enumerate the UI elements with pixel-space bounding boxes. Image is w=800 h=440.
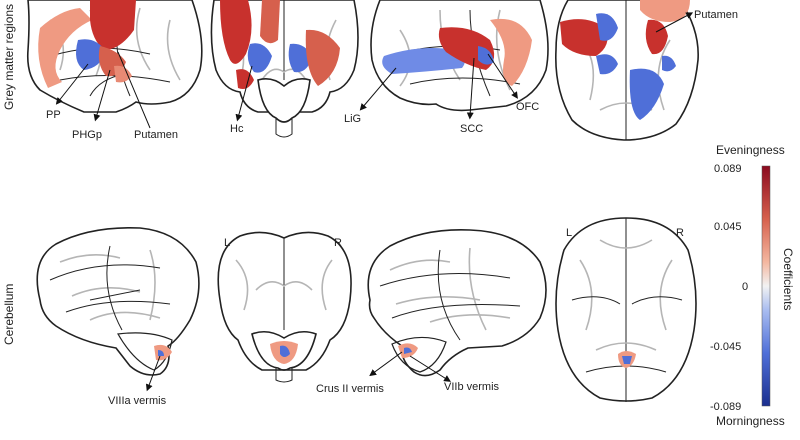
row-label-cerebellum: Cerebellum <box>2 284 16 345</box>
label-phgp: PHGp <box>72 129 102 141</box>
blob-lig-blue <box>382 48 465 74</box>
brain-top-right-sagittal: LiG SCC OFC <box>344 0 549 135</box>
label-putamen-sagittal: Putamen <box>134 129 178 141</box>
blob-coronal-right-red <box>305 29 340 86</box>
colorbar-bottom-label: Morningness <box>716 414 785 428</box>
label-viib-vermis: VIIb vermis <box>444 381 500 393</box>
label-axial-left: L <box>566 227 572 239</box>
colorbar-tick-4: -0.089 <box>710 401 741 413</box>
label-axial-right: R <box>676 227 684 239</box>
blob-frontal-warm <box>38 8 92 88</box>
colorbar-gradient <box>761 165 771 407</box>
brain-bottom-right-sagittal: Crus II vermis VIIb vermis <box>316 229 547 395</box>
colorbar: Eveningness 0.089 0.045 0 -0.045 -0.089 … <box>710 143 795 428</box>
label-coronal-right: R <box>334 237 342 249</box>
blob-hc-blue <box>247 43 272 73</box>
label-coronal-left: L <box>224 237 230 249</box>
label-crus2-vermis: Crus II vermis <box>316 383 384 395</box>
row-label-grey-matter: Grey matter regions <box>2 4 16 110</box>
label-ofc: OFC <box>516 101 539 113</box>
label-hc: Hc <box>230 123 244 135</box>
brain-bottom-left-sagittal: VIIIa vermis <box>36 227 200 407</box>
colorbar-tick-3: -0.045 <box>710 341 741 353</box>
colorbar-tick-0: 0.089 <box>714 163 742 175</box>
blob-putamen-sag <box>90 0 136 50</box>
brain-top-axial: Putamen <box>555 0 738 141</box>
blob-axial-putamen-left <box>560 19 608 56</box>
blob-coronal-left-red <box>220 0 252 64</box>
colorbar-tick-2: 0 <box>742 281 748 293</box>
brain-top-coronal: Hc <box>210 0 359 138</box>
colorbar-axis-label: Coefficients <box>781 248 795 310</box>
brain-bottom-axial: L R <box>555 217 697 402</box>
colorbar-top-label: Eveningness <box>716 143 785 157</box>
blob-phgp-blue <box>76 39 106 70</box>
label-lig: LiG <box>344 113 361 125</box>
blob-ofc-warm <box>490 18 532 86</box>
blob-axial-blue <box>629 68 664 120</box>
colorbar-tick-1: 0.045 <box>714 221 742 233</box>
label-scc: SCC <box>460 123 483 135</box>
brain-top-left-sagittal: PP PHGp Putamen <box>26 0 203 141</box>
label-pp: PP <box>46 109 61 121</box>
label-putamen-axial: Putamen <box>694 9 738 21</box>
brain-bottom-coronal: L R <box>217 231 352 383</box>
label-viiia-vermis: VIIIa vermis <box>108 395 167 407</box>
